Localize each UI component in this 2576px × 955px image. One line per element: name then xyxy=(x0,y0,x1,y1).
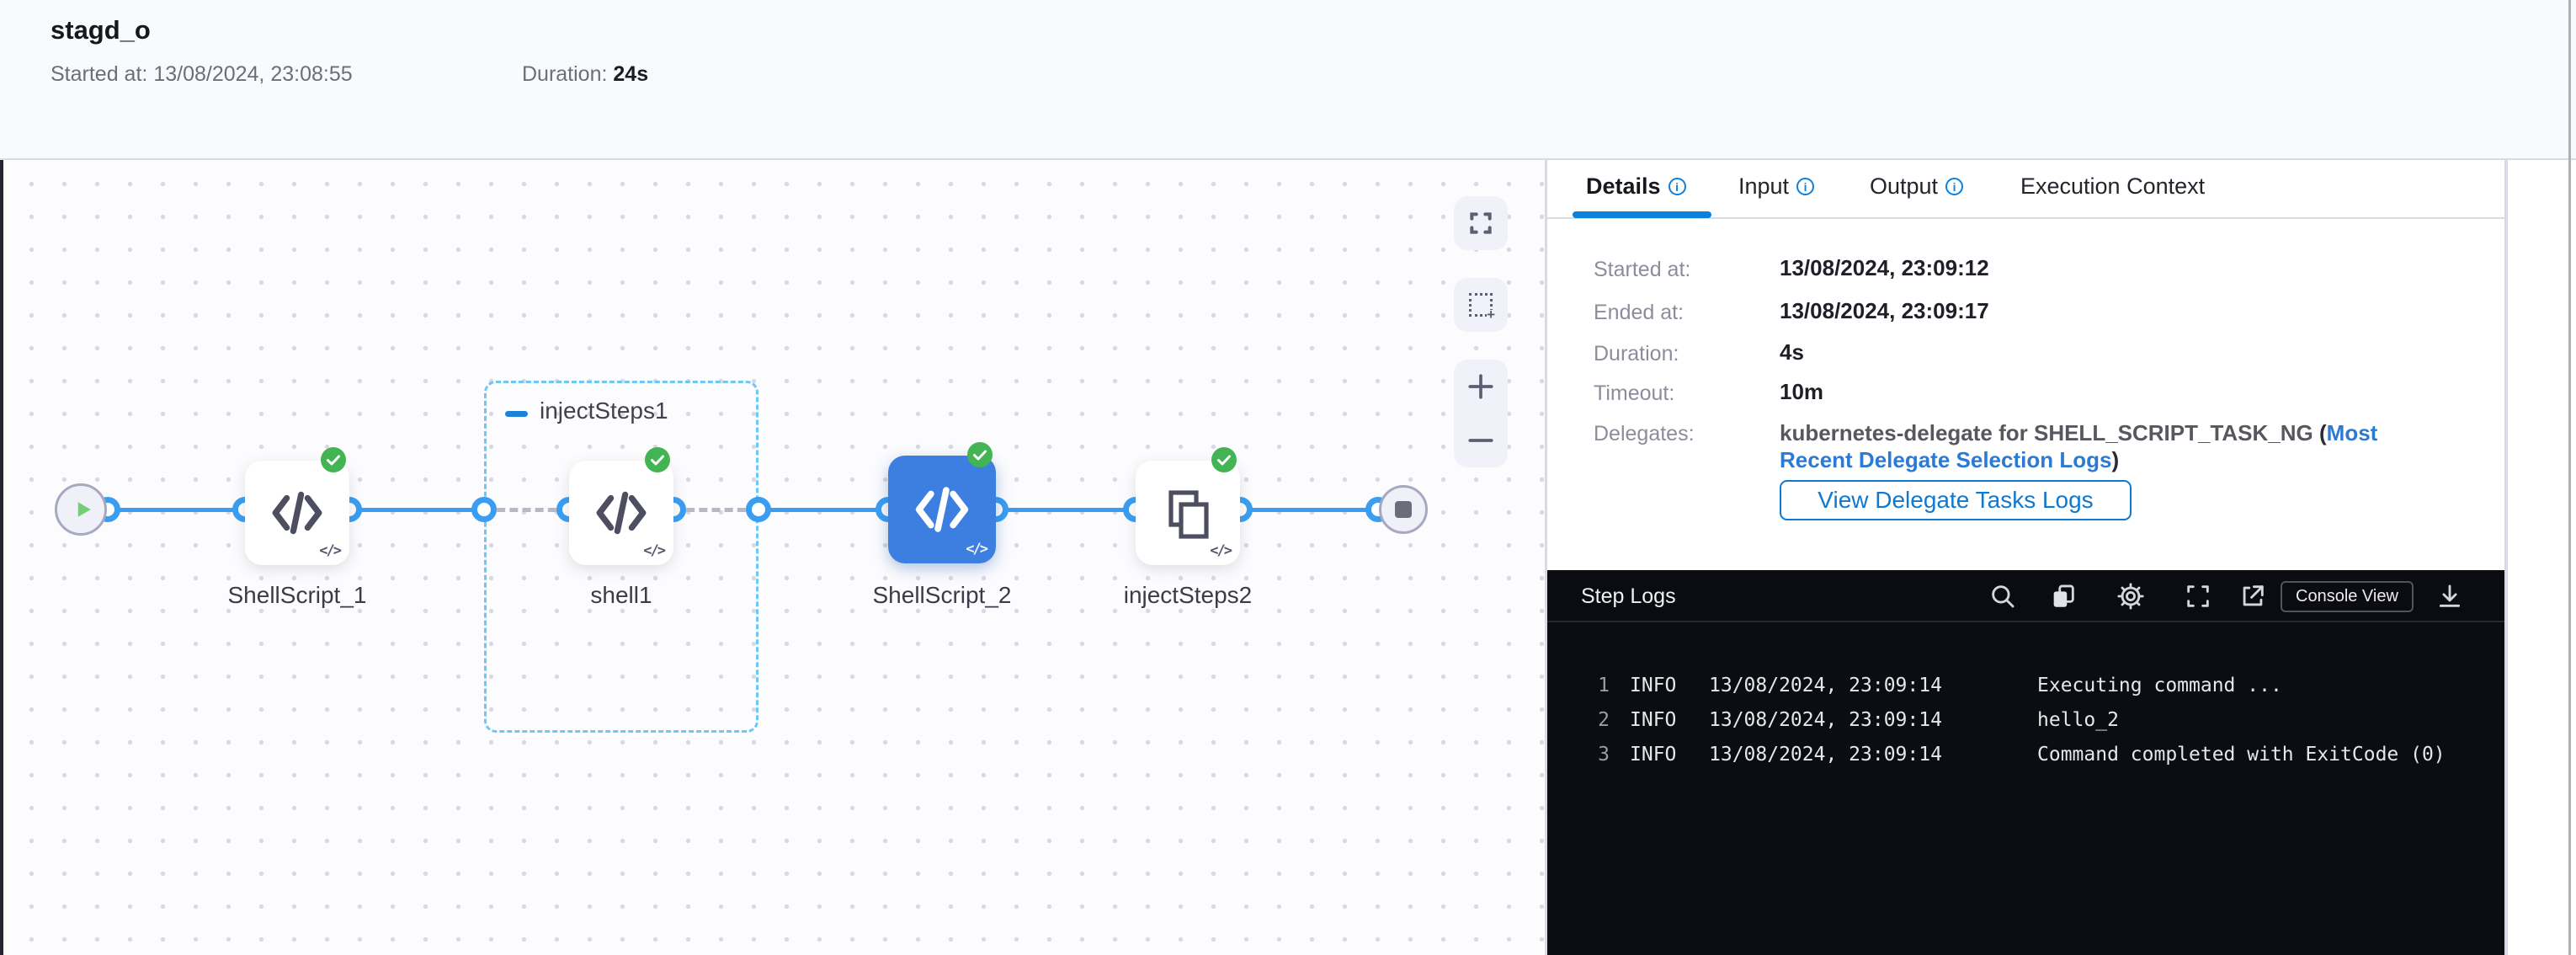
field-value: 10m xyxy=(1780,379,1824,404)
fit-to-screen-button[interactable] xyxy=(1454,196,1508,250)
group-label: injectSteps1 xyxy=(540,397,668,424)
copy-icon[interactable] xyxy=(2049,582,2078,611)
step-logs-title: Step Logs xyxy=(1581,584,1676,608)
success-check-icon xyxy=(1211,447,1237,472)
step-logs-header: Step Logs xyxy=(1547,570,2504,622)
fullscreen-icon[interactable] xyxy=(2184,582,2212,611)
port xyxy=(746,497,771,522)
shell-script-type-icon: </> xyxy=(319,542,342,559)
active-tab-underline xyxy=(1573,211,1711,218)
step-group-injectsteps1[interactable]: injectSteps1 xyxy=(484,381,758,733)
panel-divider xyxy=(1545,160,1547,955)
info-icon[interactable] xyxy=(1945,178,1964,195)
tab-execution-context[interactable]: Execution Context xyxy=(2020,173,2206,199)
log-line: 1 INFO 13/08/2024, 23:09:14 Executing co… xyxy=(1598,675,2282,696)
field-label: Timeout: xyxy=(1594,381,1675,405)
step-details-panel: Details Input Output Execution Context S… xyxy=(1547,160,2504,955)
stage-started-at: Started at: 13/08/2024, 23:08:55 xyxy=(51,62,353,86)
details-tabbar: Details Input Output Execution Context xyxy=(1547,160,2504,219)
field-value: 4s xyxy=(1780,339,1804,365)
edge-dashed xyxy=(484,508,569,512)
view-delegate-tasks-logs-button[interactable]: View Delegate Tasks Logs xyxy=(1780,480,2132,520)
field-value: 13/08/2024, 23:09:17 xyxy=(1780,298,1989,323)
stop-icon xyxy=(1395,501,1412,518)
steps-group-icon xyxy=(1168,490,1209,539)
tab-output[interactable]: Output xyxy=(1870,173,1964,200)
edge xyxy=(1240,508,1378,512)
field-label: Started at: xyxy=(1594,258,1691,281)
field-label: Duration: xyxy=(1594,342,1679,365)
step-label: shell1 xyxy=(590,582,652,608)
field-label: Ended at: xyxy=(1594,301,1685,324)
pipeline-canvas[interactable]: injectSteps1 </> xyxy=(3,160,1546,955)
panel-divider xyxy=(2504,160,2508,955)
window-edge xyxy=(2568,0,2571,955)
step-label: ShellScript_2 xyxy=(872,582,1012,608)
download-icon[interactable] xyxy=(2435,582,2464,611)
edge xyxy=(758,508,888,512)
field-label: Delegates: xyxy=(1594,422,1695,445)
zoom-out-icon[interactable] xyxy=(1466,426,1495,455)
edge xyxy=(349,508,484,512)
tab-input[interactable]: Input xyxy=(1738,173,1815,200)
stage-header: stagd_o Started at: 13/08/2024, 23:08:55… xyxy=(0,0,2576,160)
search-icon[interactable] xyxy=(1988,582,2017,611)
step-label: injectSteps2 xyxy=(1123,582,1253,608)
step-label: ShellScript_1 xyxy=(227,582,367,608)
code-icon xyxy=(915,487,969,532)
fit-to-screen-icon xyxy=(1470,212,1492,234)
info-icon[interactable] xyxy=(1668,178,1686,195)
marquee-select-button[interactable]: + xyxy=(1454,278,1508,332)
success-check-icon xyxy=(321,447,346,472)
shell-script-type-icon: </> xyxy=(1210,542,1232,559)
log-line: 2 INFO 13/08/2024, 23:09:14 hello_2 xyxy=(1598,709,2119,731)
delegates-value: kubernetes-delegate for SHELL_SCRIPT_TAS… xyxy=(1780,420,2378,472)
log-line: 3 INFO 13/08/2024, 23:09:14 Command comp… xyxy=(1598,744,2446,766)
port xyxy=(471,497,497,522)
edge-dashed xyxy=(673,508,758,512)
pipeline-end-node xyxy=(1379,485,1428,534)
delegate-selection-logs-link[interactable]: Most Recent Delegate Selection Logs xyxy=(1780,420,2378,472)
console-view-button[interactable]: Console View xyxy=(2281,581,2414,612)
stage-duration: Duration: 24s xyxy=(522,62,649,86)
code-icon xyxy=(272,491,322,535)
zoom-control[interactable] xyxy=(1454,360,1508,467)
success-check-icon xyxy=(645,447,670,472)
step-node-shellscript-2[interactable]: </> xyxy=(888,456,996,563)
step-logs-panel: Step Logs xyxy=(1547,570,2504,955)
pipeline-start-node xyxy=(55,483,107,536)
open-in-new-icon[interactable] xyxy=(2238,582,2267,611)
collapsed-sidebar-edge xyxy=(0,0,3,955)
success-check-icon xyxy=(967,442,993,467)
step-node-injectsteps2[interactable]: </> xyxy=(1136,461,1240,565)
tab-details[interactable]: Details xyxy=(1586,173,1686,200)
code-icon xyxy=(596,491,647,535)
info-icon[interactable] xyxy=(1796,178,1815,195)
field-value: 13/08/2024, 23:09:12 xyxy=(1780,255,1989,280)
edge xyxy=(996,508,1136,512)
settings-gear-icon[interactable] xyxy=(2116,582,2145,611)
stage-title: stagd_o xyxy=(51,15,151,45)
step-node-shellscript-1[interactable]: </> xyxy=(245,461,349,565)
shell-script-type-icon: </> xyxy=(966,541,988,558)
zoom-in-icon[interactable] xyxy=(1466,372,1495,401)
marquee-select-icon: + xyxy=(1469,293,1495,322)
edge xyxy=(108,508,245,512)
step-node-shell1[interactable]: </> xyxy=(569,461,673,565)
play-icon xyxy=(77,502,91,517)
shell-script-type-icon: </> xyxy=(643,542,666,559)
collapse-group-icon[interactable] xyxy=(505,411,528,417)
